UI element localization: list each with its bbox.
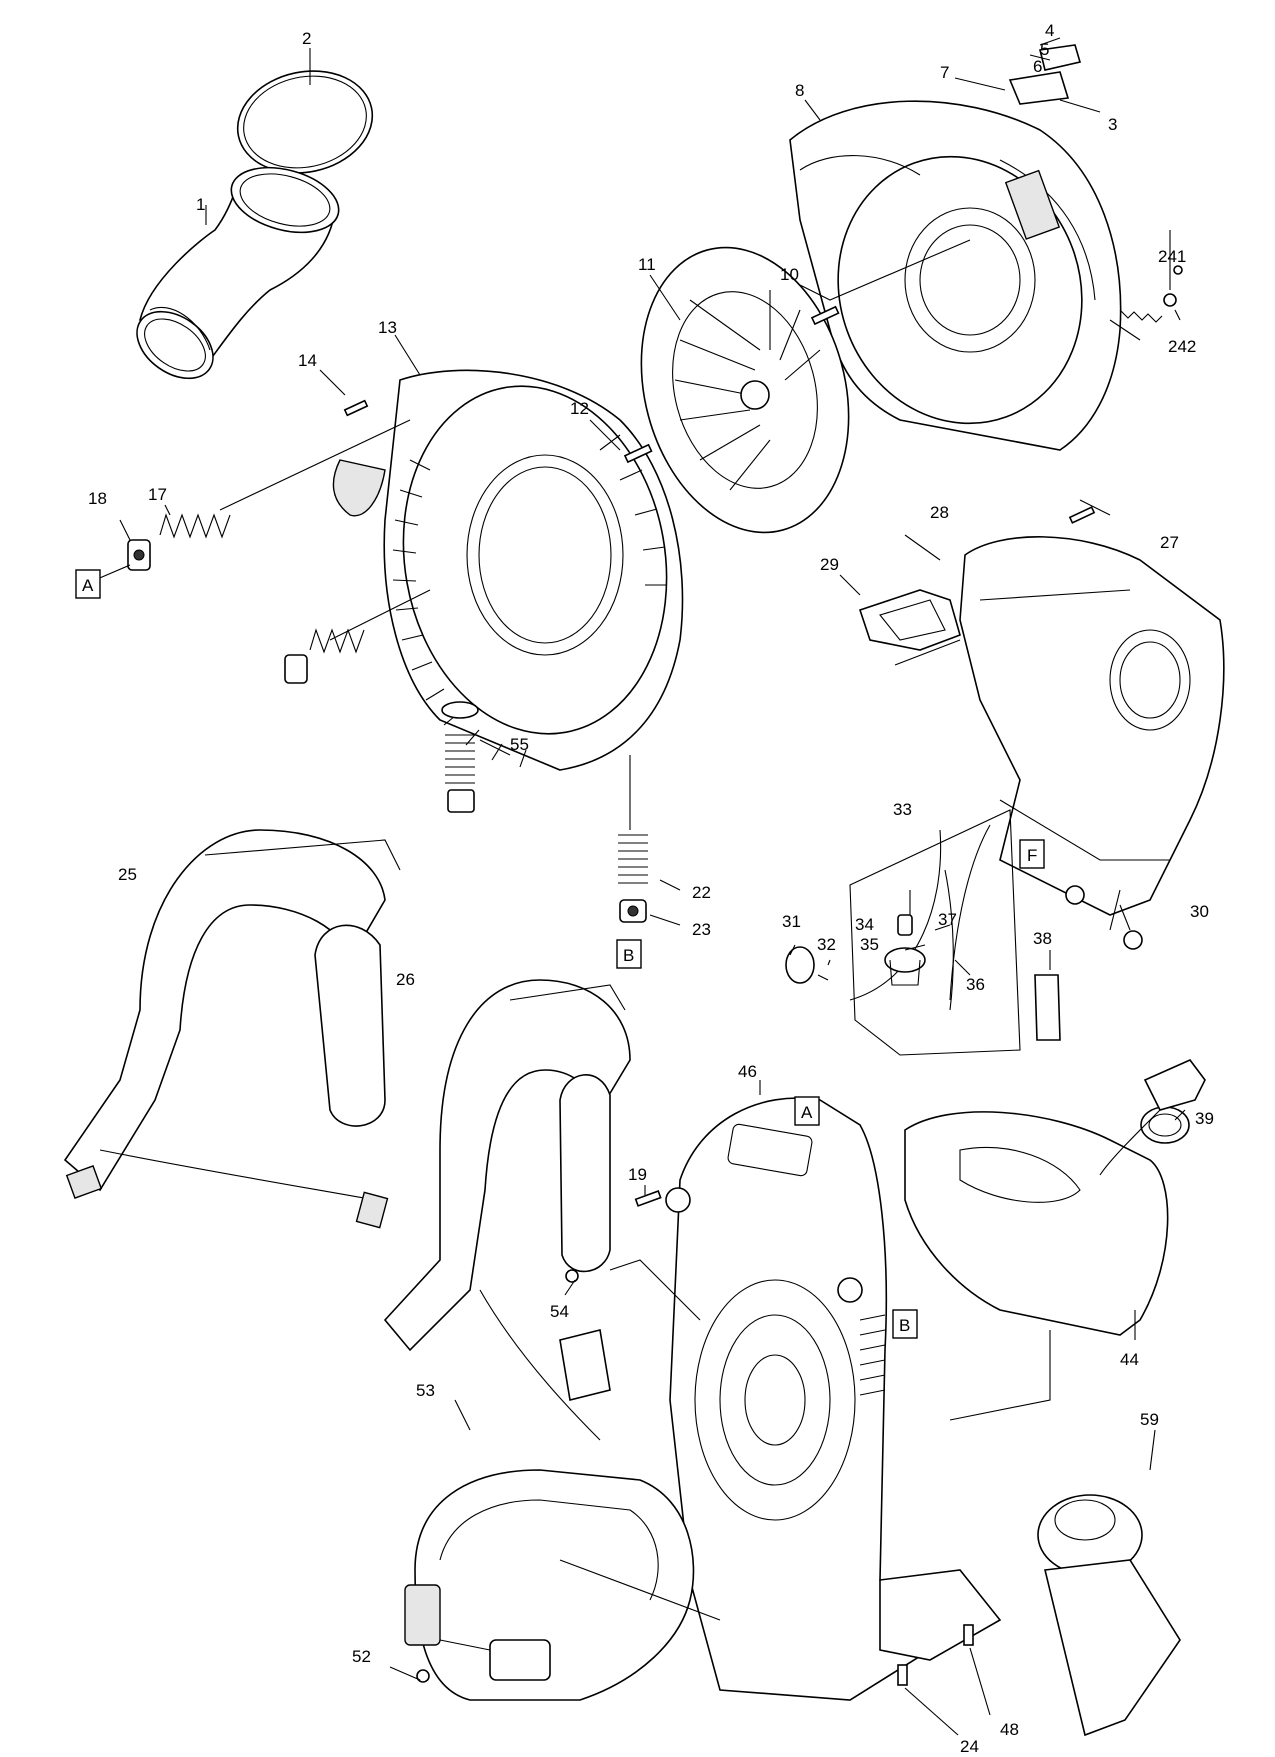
seal-parts-3-7 [1008,44,1082,105]
callout-11: 11 [638,255,656,274]
shoulder-harness-26 [383,979,631,1441]
callout-25: 25 [118,865,137,884]
fuel-filter-31 [785,946,815,984]
engine-cover-part [959,536,1225,916]
screw-10 [810,305,840,326]
screw-48 [963,1624,974,1646]
callout-23: 23 [692,920,711,939]
callout-39: 39 [1195,1109,1214,1128]
callout-53: 53 [416,1381,435,1400]
damper-18 [127,539,151,571]
fuel-cap-39 [1099,1059,1206,1176]
clip-32 [817,974,829,981]
reference-box-b-frame: B [892,1309,918,1339]
callout-33: 33 [893,800,912,819]
callout-242: 242 [1168,337,1196,356]
callout-36: 36 [966,975,985,994]
screw-12 [623,443,653,464]
callout-24: 24 [960,1737,979,1756]
svg-text:F: F [1027,846,1037,865]
callout-17: 17 [148,485,167,504]
screw-14 [343,399,369,417]
callout-7: 7 [940,63,949,82]
fuel-line-group-33 [849,809,1021,1056]
callout-12: 12 [570,399,589,418]
callout-31: 31 [782,912,801,931]
callout-48: 48 [1000,1720,1019,1739]
damper-spring-mid [284,628,365,684]
svg-text:B: B [899,1316,910,1335]
elbow-pipe-part [136,166,340,380]
callout-10: 10 [780,265,799,284]
fan-housing-rear-part [789,100,1141,451]
callout-6: 6 [1033,57,1042,76]
screw-54 [565,1269,579,1283]
callout-28: 28 [930,503,949,522]
callout-55: 55 [510,735,529,754]
screw-19 [634,1190,662,1207]
callout-5: 5 [1040,40,1049,59]
screw-24 [897,1664,908,1686]
fan-impeller-part [640,246,850,534]
callout-19: 19 [628,1165,647,1184]
svg-text:A: A [82,576,94,595]
callout-18: 18 [88,489,107,508]
damper-spring-17 [159,513,231,539]
o-ring-part [236,70,374,174]
callout-2: 2 [302,29,311,48]
callout-27: 27 [1160,533,1179,552]
svg-text:B: B [623,946,634,965]
callout-30: 30 [1190,902,1209,921]
grommet-30 [1065,885,1143,950]
callout-34: 34 [855,915,874,934]
damper-55 [441,701,479,813]
callout-3: 3 [1108,115,1117,134]
callout-44: 44 [1120,1350,1139,1369]
callout-1: 1 [196,195,205,214]
callout-32: 32 [817,935,836,954]
reference-box-b-damper: B [616,939,642,969]
callout-54: 54 [550,1302,569,1321]
callout-52: 52 [352,1647,371,1666]
reference-box-a-frame: A [794,1096,820,1126]
callout-46: 46 [738,1062,757,1081]
callout-38: 38 [1033,929,1052,948]
shoulder-harness-25 [63,829,401,1229]
screw-52 [416,1669,430,1683]
spring-241-242 [1119,265,1183,323]
callout-35: 35 [860,935,879,954]
waist-belt-53 [404,1469,695,1701]
grommet-35 [884,947,926,986]
fan-cover-front-part [332,369,684,771]
backpack-frame-46 [665,1097,1002,1701]
reference-box-f: F [1019,839,1045,869]
leader-lines [94,37,1186,1736]
fuel-tank-44 [904,1106,1190,1336]
warning-tag-59 [1037,1494,1181,1737]
reference-box-a-left: A [75,569,101,599]
callout-241: 241 [1158,247,1186,266]
callout-59: 59 [1140,1410,1159,1429]
callout-13: 13 [378,318,397,337]
callout-14: 14 [298,351,317,370]
hose-38 [1034,974,1061,1041]
damper-spring-22 [618,834,648,884]
callout-29: 29 [820,555,839,574]
callout-4: 4 [1045,21,1054,40]
screw-27 [1068,506,1096,524]
primer-cover-29 [858,589,961,651]
callout-37: 37 [938,910,957,929]
grommet-34 [897,914,913,936]
callout-22: 22 [692,883,711,902]
callout-labels: 1 2 3 4 5 6 7 8 10 11 12 13 14 17 18 19 … [88,21,1214,1756]
callout-8: 8 [795,81,804,100]
svg-text:A: A [801,1103,813,1122]
damper-23 [619,899,647,923]
callout-26: 26 [396,970,415,989]
